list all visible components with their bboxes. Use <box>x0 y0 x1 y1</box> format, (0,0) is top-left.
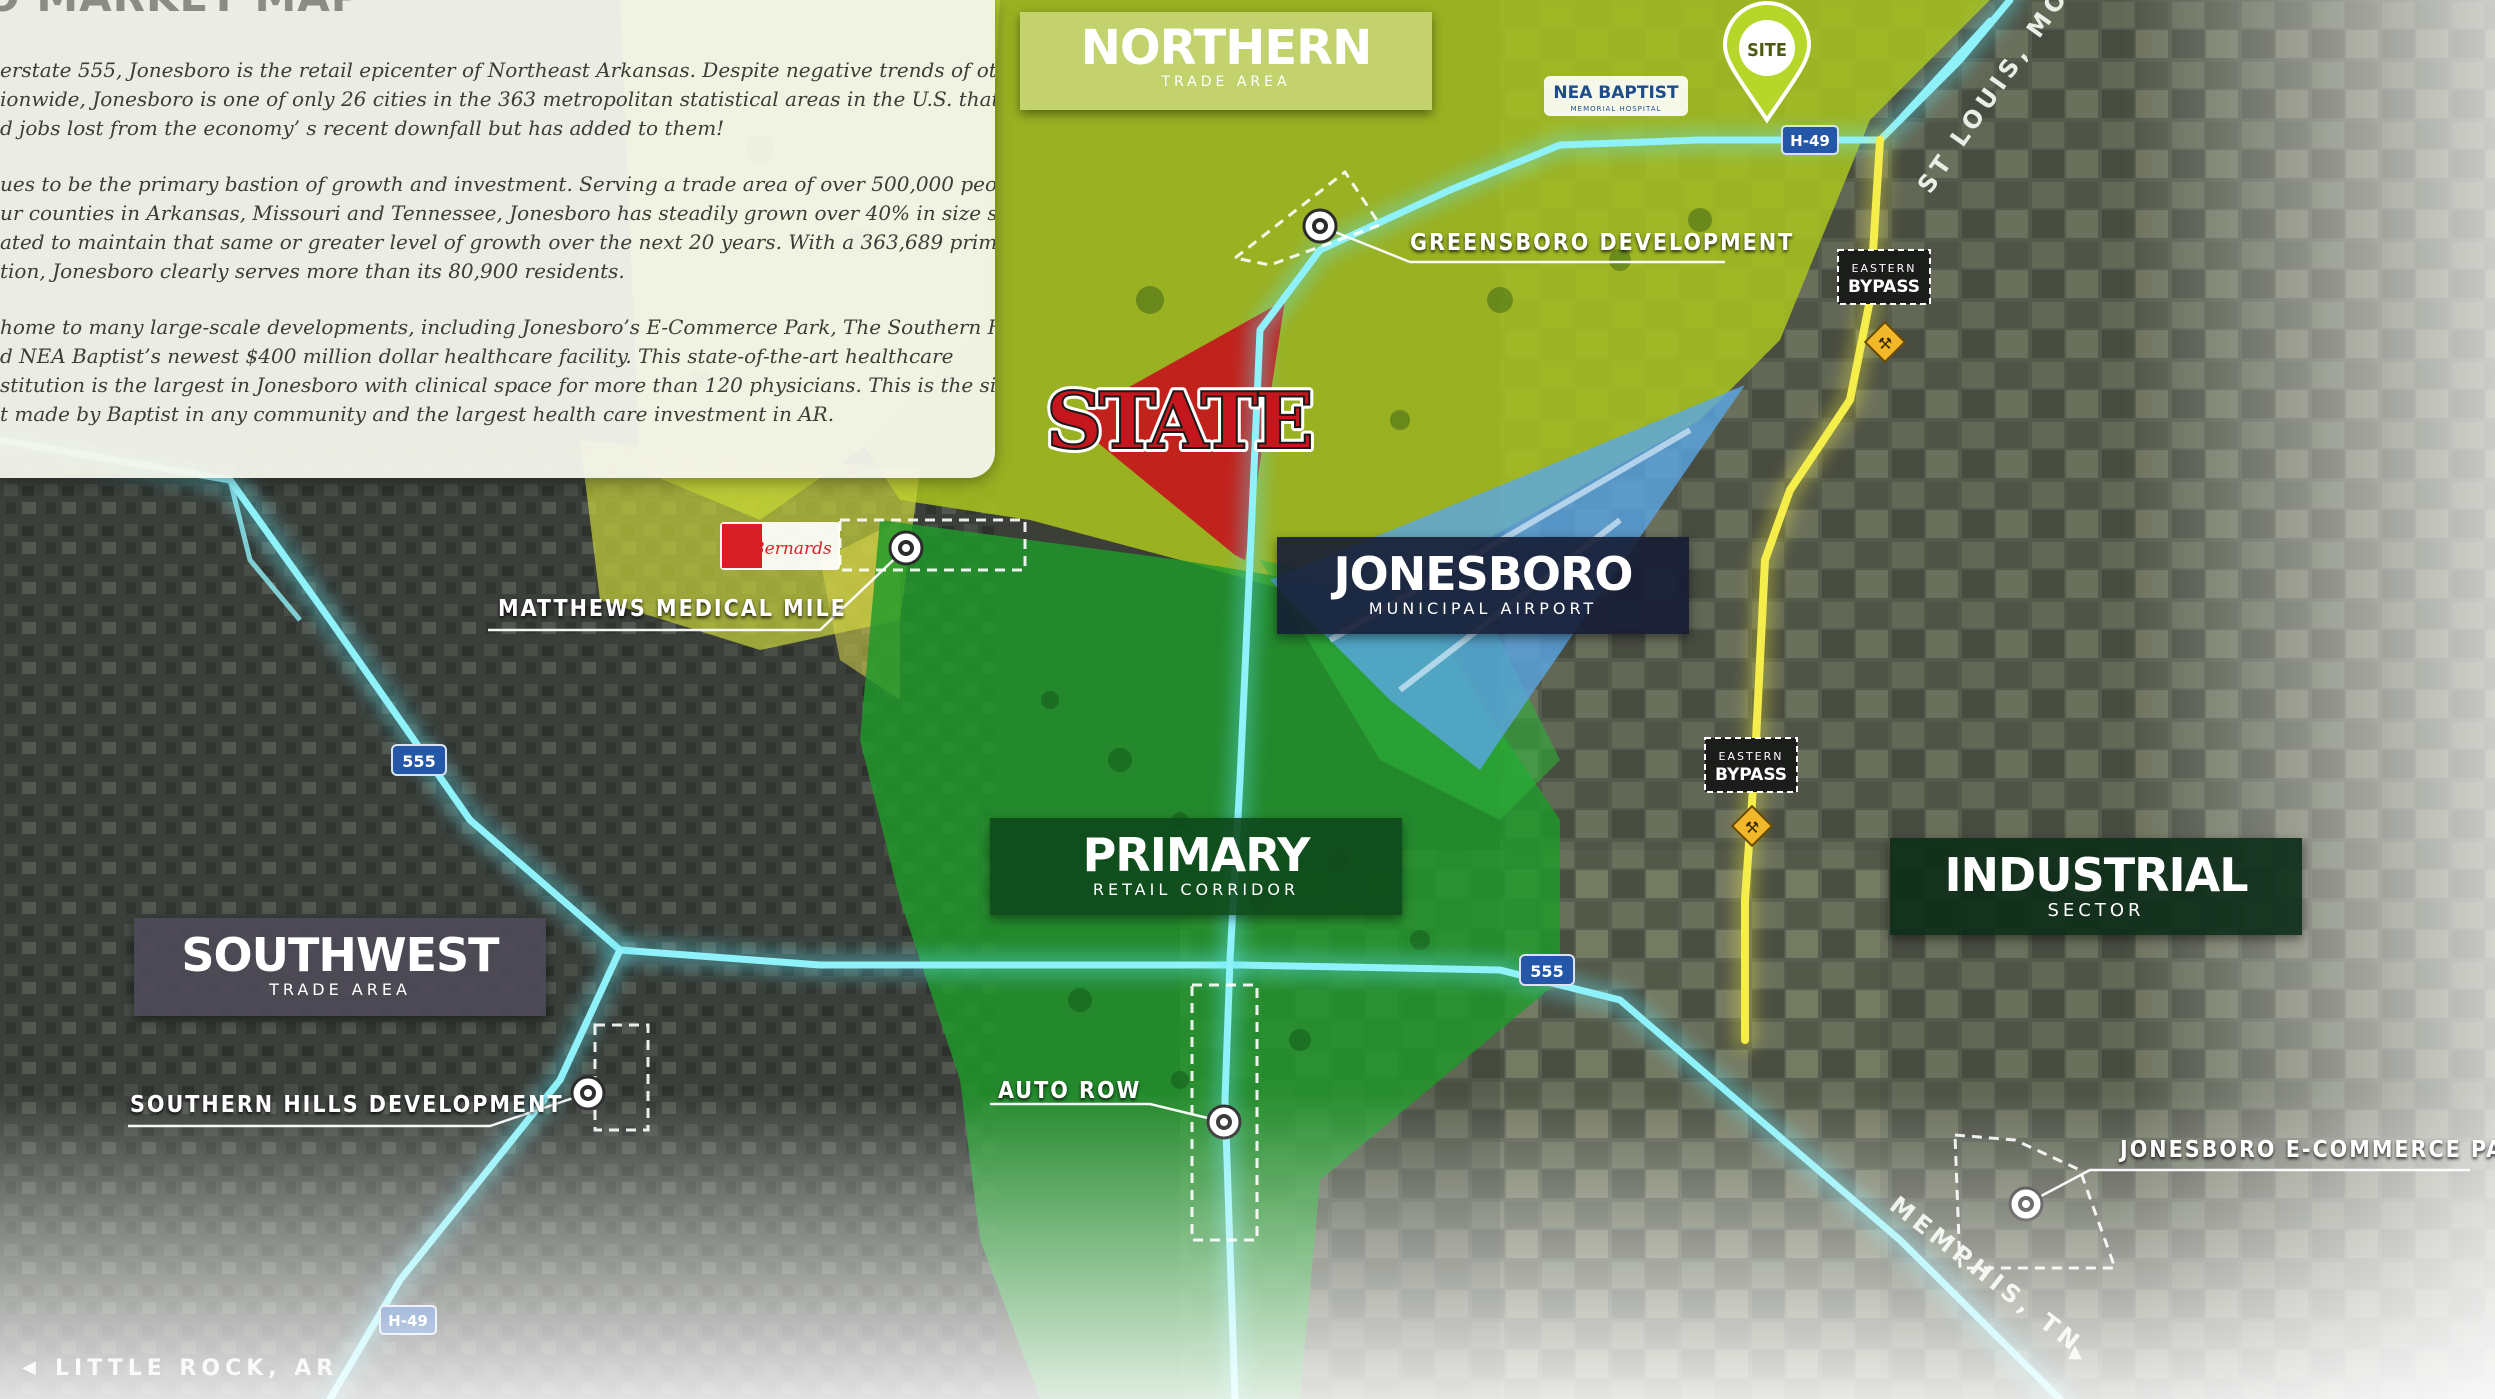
direction-little-rock: LITTLE ROCK, AR <box>55 1356 338 1381</box>
industrial-sector-label[interactable]: INDUSTRIAL SECTOR <box>1890 838 2302 935</box>
h49-shield-north: H-49 <box>1781 125 1839 155</box>
market-summary-panel: O MARKET MAP erstate 555, Jonesboro is t… <box>0 0 995 478</box>
primary-title: PRIMARY <box>1082 828 1311 882</box>
ecommerce-marker <box>2008 1186 2044 1222</box>
svg-text:EASTERN: EASTERN <box>1719 750 1784 763</box>
matthews-medical-mile-label[interactable]: MATTHEWS MEDICAL MILE <box>498 596 847 622</box>
i555-shield-east: 555 <box>1519 954 1575 986</box>
panel-line: ur counties in Arkansas, Missouri and Te… <box>0 201 995 225</box>
industrial-title: INDUSTRIAL <box>1944 848 2248 902</box>
svg-text:NEA BAPTIST: NEA BAPTIST <box>1553 83 1679 103</box>
panel-line: stitution is the largest in Jonesboro wi… <box>0 373 995 397</box>
southwest-subtitle: TRADE AREA <box>269 980 411 999</box>
construction-icon: ⚒ <box>1745 818 1759 837</box>
panel-line: home to many large-scale developments, i… <box>0 315 995 339</box>
northern-trade-area-label[interactable]: NORTHERN TRADE AREA <box>1020 12 1432 110</box>
arrow-down-right-icon: ▲ <box>2068 1341 2082 1362</box>
svg-text:SITE: SITE <box>1747 40 1787 61</box>
panel-line: d NEA Baptist’s newest $400 million doll… <box>0 344 954 368</box>
i555-shield-west: 555 <box>391 744 447 776</box>
svg-text:555: 555 <box>1530 962 1563 981</box>
matthews-marker <box>888 530 924 566</box>
svg-text:555: 555 <box>402 752 435 771</box>
southwest-trade-area-label[interactable]: SOUTHWEST TRADE AREA <box>134 918 546 1016</box>
astate-logo: STATE STATE <box>1042 372 1318 471</box>
svg-text:MEMORIAL HOSPITAL: MEMORIAL HOSPITAL <box>1571 105 1662 113</box>
svg-text:STATE: STATE <box>1046 376 1310 467</box>
panel-title: O MARKET MAP <box>0 0 363 21</box>
jonesboro-title: JONESBORO <box>1333 547 1634 601</box>
panel-line: ionwide, Jonesboro is one of only 26 cit… <box>0 87 995 111</box>
auto-row-label[interactable]: AUTO ROW <box>998 1078 1142 1104</box>
northern-subtitle: TRADE AREA <box>1161 74 1291 90</box>
panel-line: tion, Jonesboro clearly serves more than… <box>0 259 625 283</box>
h49-shield-south: H-49 <box>379 1305 437 1335</box>
svg-text:H-49: H-49 <box>388 1312 428 1330</box>
panel-line: t made by Baptist in any community and t… <box>0 402 835 426</box>
auto-row-marker <box>1206 1104 1242 1140</box>
southern-hills-development-label[interactable]: SOUTHERN HILLS DEVELOPMENT <box>130 1092 564 1118</box>
greensboro-marker <box>1302 208 1338 244</box>
southern-hills-marker <box>570 1075 606 1111</box>
southwest-title: SOUTHWEST <box>181 928 499 982</box>
primary-subtitle: RETAIL CORRIDOR <box>1092 880 1300 899</box>
arrow-left-icon: ◀ <box>22 1357 36 1378</box>
svg-text:BYPASS: BYPASS <box>1848 277 1920 297</box>
greensboro-development-label[interactable]: GREENSBORO DEVELOPMENT <box>1410 230 1795 256</box>
nea-baptist-logo: NEA BAPTIST MEMORIAL HOSPITAL <box>1544 76 1688 116</box>
ecommerce-park-label[interactable]: JONESBORO E-COMMERCE PARK <box>2120 1137 2495 1163</box>
svg-text:St Bernards: St Bernards <box>728 539 832 559</box>
st-bernards-logo: St Bernards <box>720 522 840 570</box>
panel-line: ated to maintain that same or greater le… <box>0 230 995 254</box>
jonesboro-subtitle: MUNICIPAL AIRPORT <box>1368 599 1598 618</box>
svg-text:H-49: H-49 <box>1790 132 1830 150</box>
primary-retail-corridor-label[interactable]: PRIMARY RETAIL CORRIDOR <box>990 818 1402 915</box>
jonesboro-airport-label[interactable]: JONESBORO MUNICIPAL AIRPORT <box>1277 537 1689 634</box>
svg-text:BYPASS: BYPASS <box>1715 765 1787 785</box>
northern-title: NORTHERN <box>1080 20 1373 76</box>
panel-line: erstate 555, Jonesboro is the retail epi… <box>0 58 995 82</box>
panel-line: d jobs lost from the economy’ s recent d… <box>0 116 725 140</box>
panel-line: ues to be the primary bastion of growth … <box>0 172 995 196</box>
svg-text:EASTERN: EASTERN <box>1852 262 1917 275</box>
construction-icon: ⚒ <box>1878 334 1892 353</box>
industrial-subtitle: SECTOR <box>2047 900 2145 921</box>
